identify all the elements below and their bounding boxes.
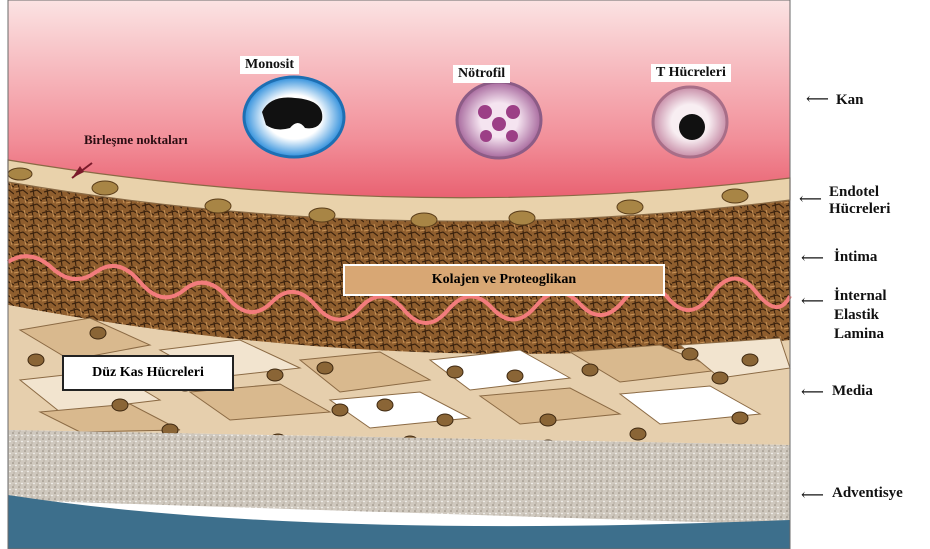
t-cells-label: T Hücreleri — [651, 64, 731, 82]
arrow-left-icon: ⟵ — [801, 385, 824, 401]
media-label: Media — [832, 383, 873, 400]
endothelial-label-line1: Endotel — [829, 184, 890, 201]
arrow-left-icon: ⟵ — [801, 294, 824, 310]
smooth-muscle-box: Düz Kas Hücreleri — [62, 355, 234, 391]
collagen-box: Kolajen ve Proteoglikan — [343, 264, 665, 296]
smooth-muscle-label: Düz Kas Hücreleri — [92, 365, 204, 381]
blood-label: Kan — [836, 92, 864, 109]
endothelial-label: Endotel Hücreleri — [829, 184, 890, 219]
arrow-left-icon: ⟵ — [801, 488, 824, 504]
internal-elastic-lamina-label: İnternal Elastik Lamina — [834, 287, 887, 343]
collagen-label: Kolajen ve Proteoglikan — [432, 272, 576, 288]
intima-label: İntima — [834, 249, 877, 266]
monocyte-label: Monosit — [240, 56, 299, 74]
t-cell — [653, 87, 727, 157]
adventitia-label: Adventisye — [832, 485, 903, 502]
monocyte-cell — [244, 77, 344, 157]
iel-label-line3: Lamina — [834, 325, 887, 344]
neutrophil-cell — [457, 82, 541, 158]
arrow-left-icon: ⟵ — [806, 92, 829, 108]
arrow-left-icon: ⟵ — [801, 251, 824, 267]
arrow-left-icon: ⟵ — [799, 192, 822, 208]
iel-label-line2: Elastik — [834, 306, 887, 325]
iel-label-line1: İnternal — [834, 287, 887, 306]
endothelial-label-line2: Hücreleri — [829, 201, 890, 218]
neutrophil-label: Nötrofil — [453, 65, 510, 83]
junctions-label: Birleşme noktaları — [84, 133, 188, 148]
